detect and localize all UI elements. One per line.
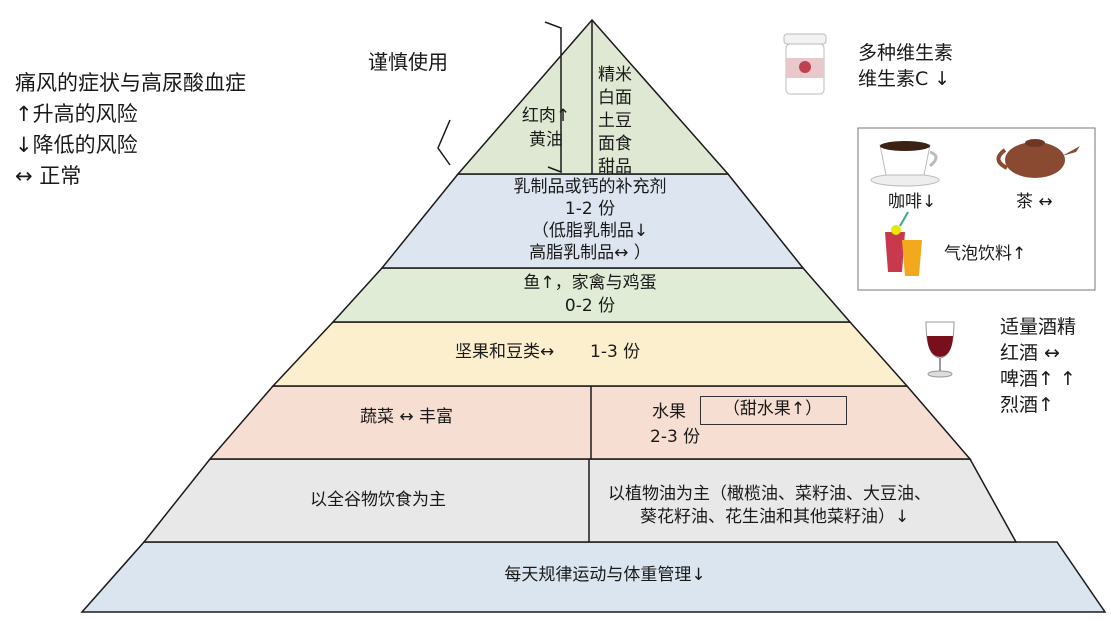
vitamin-bottle-icon (783, 33, 827, 95)
protein-title: 鱼↑，家禽与鸡蛋 (523, 273, 657, 293)
caution-label: 谨慎使用 (368, 50, 448, 74)
coffee-cup-icon (870, 141, 940, 187)
dairy-low-fat: （低脂乳制品↓ (531, 221, 649, 241)
dairy-high-fat: 高脂乳制品↔ ） (529, 243, 651, 263)
legend: 痛风的症状与高尿酸血症 ↑升高的风险 ↓降低的风险 ↔ 正常 (15, 68, 246, 192)
vitamins-line-1: 多种维生素 (858, 42, 954, 64)
oil-line-2: 葵花籽油、花生油和其他菜籽油）↓ (640, 507, 910, 527)
oil-line-1: 以植物油为主（橄榄油、菜籽油、大豆油、 (608, 484, 931, 504)
dairy-title: 乳制品或钙的补充剂 (513, 177, 667, 197)
alcohol-line-3: 啤酒↑ ↑ (1000, 368, 1076, 390)
alcohol-text: 适量酒精 红酒 ↔ 啤酒↑ ↑ 烈酒↑ (1000, 314, 1076, 418)
top-right-line-1: 精米 (598, 65, 632, 85)
wine-glass-icon (925, 321, 955, 378)
nuts-serving: 1-3 份 (590, 342, 641, 362)
top-left-line-1: 红肉↑ (521, 106, 571, 126)
legend-down: ↓降低的风险 (15, 133, 138, 157)
tea-label: 茶 ↔ (1016, 192, 1053, 212)
top-right-line-4: 面食 (598, 134, 632, 154)
tier-top (456, 18, 730, 175)
legend-up: ↑升高的风险 (15, 102, 138, 126)
alcohol-line-1: 适量酒精 (1000, 316, 1077, 338)
vitamins-text: 多种维生素 维生素C ↓ (858, 40, 953, 92)
legend-title: 痛风的症状与高尿酸血症 (15, 71, 246, 95)
nuts-arrow: ↔ (540, 342, 555, 362)
dairy-text: 乳制品或钙的补充剂 1-2 份 （低脂乳制品↓ 高脂乳制品↔ ） (480, 176, 700, 264)
protein-text: 鱼↑，家禽与鸡蛋 0-2 份 (480, 272, 700, 318)
coffee-label: 咖啡↓ (888, 192, 937, 212)
fruit-label: 水果 (652, 402, 686, 422)
top-right-line-5: 甜品 (598, 157, 632, 177)
top-right-line-2: 白面 (598, 88, 632, 108)
base-label: 每天规律运动与体重管理↓ (504, 565, 706, 585)
top-left-line-2: 黄油 (529, 130, 563, 150)
dairy-serving: 1-2 份 (564, 199, 616, 219)
alcohol-line-4: 烈酒↑ (1000, 394, 1054, 416)
caution-bracket-left (437, 119, 451, 166)
legend-normal: ↔ 正常 (15, 164, 82, 188)
top-right-text: 精米 白面 土豆 面食 甜品 (598, 64, 638, 179)
top-left-text: 红肉↑ 黄油 (516, 104, 576, 152)
top-right-line-3: 土豆 (598, 111, 632, 131)
protein-serving: 0-2 份 (564, 296, 616, 316)
grain-label: 以全谷物饮食为主 (310, 490, 446, 510)
fruit-serving: 2-3 份 (650, 427, 701, 447)
caution-bracket (544, 21, 562, 174)
veg-label: 蔬菜 ↔ 丰富 (360, 407, 454, 427)
teapot-icon (996, 139, 1080, 178)
tier-veg-fruit (208, 385, 972, 460)
sweet-fruit-box (700, 396, 847, 425)
sweet-fruit-label: （甜水果↑） (722, 399, 823, 419)
alcohol-line-2: 红酒 ↔ (1000, 342, 1060, 364)
vitamins-line-2: 维生素C ↓ (858, 68, 951, 90)
nuts-label: 坚果和豆类 (455, 342, 540, 362)
soda-label: 气泡饮料↑ (944, 244, 1027, 264)
soda-glasses-icon (885, 211, 922, 276)
oil-text: 以植物油为主（橄榄油、菜籽油、大豆油、 葵花籽油、花生油和其他菜籽油）↓ (608, 483, 931, 529)
